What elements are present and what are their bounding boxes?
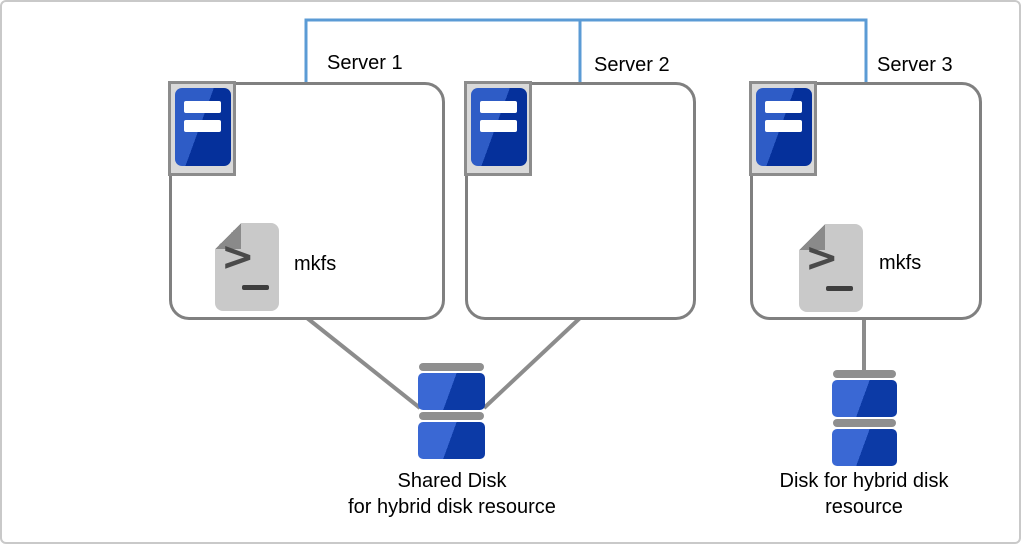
tower-slot-icon	[480, 120, 517, 132]
disk-platter	[418, 422, 485, 459]
disk-cap	[419, 412, 484, 420]
disk-platter	[832, 429, 897, 466]
server1-label: Server 1	[327, 52, 403, 74]
tower-body-icon	[175, 88, 231, 166]
disk-cap	[833, 419, 896, 427]
server3-label: Server 3	[877, 54, 953, 76]
server1-mkfs-label: mkfs	[294, 253, 337, 275]
tower-slot-icon	[480, 101, 517, 113]
folded-corner-icon	[799, 224, 825, 250]
hybrid-disk-label-line2: resource	[825, 496, 903, 518]
server3-mkfs-script-icon: >	[799, 224, 863, 312]
shared-disk-icon	[418, 363, 485, 459]
server2-label: Server 2	[594, 54, 670, 76]
shared-disk-label: Shared Disk for hybrid disk resource	[318, 468, 586, 520]
cursor-underscore-icon	[242, 285, 269, 290]
shared-disk-label-line1: Shared Disk	[397, 470, 507, 492]
disk-cap	[419, 363, 484, 371]
tower-slot-icon	[765, 120, 802, 132]
cursor-underscore-icon	[826, 286, 853, 291]
server1-mkfs-script-icon: >	[215, 223, 279, 311]
server1-to-shared-disk-line	[305, 316, 422, 410]
terminal-prompt-icon: >	[221, 234, 255, 280]
tower-slot-icon	[184, 120, 221, 132]
tower-slot-icon	[765, 101, 802, 113]
tower-body-icon	[471, 88, 527, 166]
hybrid-disk-label-line1: Disk for hybrid disk	[779, 470, 949, 492]
server2-box	[465, 82, 696, 320]
tower-body-icon	[756, 88, 812, 166]
disk-cap	[833, 370, 896, 378]
terminal-prompt-icon: >	[805, 235, 839, 281]
disk-platter	[832, 380, 897, 417]
tower-slot-icon	[184, 101, 221, 113]
hybrid-disk-icon	[832, 370, 897, 466]
disk-platter	[418, 373, 485, 410]
hybrid-disk-label: Disk for hybrid disk resource	[744, 468, 984, 520]
server1-tower-icon	[168, 81, 236, 176]
server2-to-shared-disk-line	[482, 316, 582, 410]
server2-tower-icon	[464, 81, 532, 176]
folded-corner-icon	[215, 223, 241, 249]
shared-disk-label-line2: for hybrid disk resource	[348, 496, 556, 518]
server3-tower-icon	[749, 81, 817, 176]
server3-mkfs-label: mkfs	[879, 252, 922, 274]
